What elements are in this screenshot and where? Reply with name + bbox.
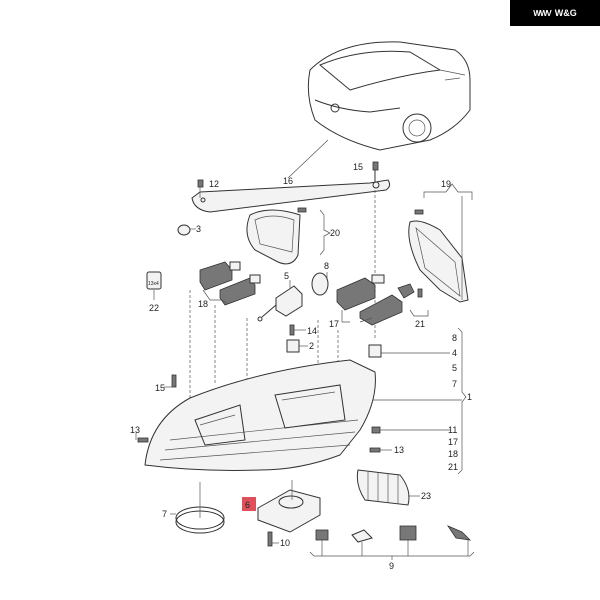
callout-15b: 15 — [155, 383, 165, 393]
callout-20: 20 — [330, 228, 340, 238]
callout-right-11: 11 — [448, 425, 457, 435]
logo-text: W&G — [554, 8, 577, 18]
callout-right-5: 5 — [452, 363, 457, 373]
callout-16: 16 — [283, 176, 293, 186]
callout-22: 22 — [149, 303, 159, 313]
part-5-bulb-socket — [257, 285, 303, 322]
part-16-bracket — [191, 179, 391, 213]
callout-17: 17 — [329, 319, 339, 329]
callout-18: 18 — [198, 299, 208, 309]
car-illustration — [307, 41, 471, 151]
callout-right-8: 8 — [452, 333, 457, 343]
part-2-adjuster — [286, 339, 300, 353]
callout-7: 7 — [162, 509, 167, 519]
callout-5: 5 — [284, 271, 289, 281]
callout-10: 10 — [280, 538, 290, 548]
callout-23: 23 — [421, 491, 431, 501]
callout-6: 6 — [245, 500, 250, 510]
part-4-adjuster — [368, 344, 382, 358]
callout-right-4: 4 — [452, 348, 457, 358]
callout-12: 12 — [209, 179, 219, 189]
part-6-highlight — [242, 497, 256, 511]
callout-13a: 13 — [130, 425, 140, 435]
callout-2: 2 — [309, 341, 314, 351]
callout-13b: 13 — [394, 445, 404, 455]
brand-logo: WWV W&G — [510, 0, 600, 26]
callout-right-21: 21 — [448, 462, 458, 472]
callout-right-17: 17 — [448, 437, 458, 447]
callout-1: 1 — [467, 392, 472, 402]
part-19-frame — [408, 220, 469, 303]
part-17-modules — [336, 274, 403, 326]
part-1-headlight — [144, 359, 376, 471]
callout-8: 8 — [324, 261, 329, 271]
logo-mark-icon: WWV — [533, 8, 551, 18]
part-23-cover — [356, 469, 410, 506]
callout-19: 19 — [441, 179, 451, 189]
part-9-connectors — [315, 525, 472, 543]
part-20-frame — [246, 209, 301, 265]
callout-right-18: 18 — [448, 449, 458, 459]
part-6-ballast — [257, 489, 321, 533]
callout-15: 15 — [353, 162, 363, 172]
callout-right-7: 7 — [452, 379, 457, 389]
callout-14: 14 — [307, 326, 317, 336]
part-22-jar — [146, 271, 162, 290]
part-18-modules — [199, 261, 261, 306]
callout-21: 21 — [415, 319, 425, 329]
part-21-clip — [397, 283, 415, 299]
part-8-ring — [311, 272, 329, 296]
svg-text:13x4: 13x4 — [148, 281, 159, 287]
callout-3: 3 — [196, 224, 201, 234]
callout-9: 9 — [389, 561, 394, 571]
part-3-cap — [177, 224, 191, 236]
